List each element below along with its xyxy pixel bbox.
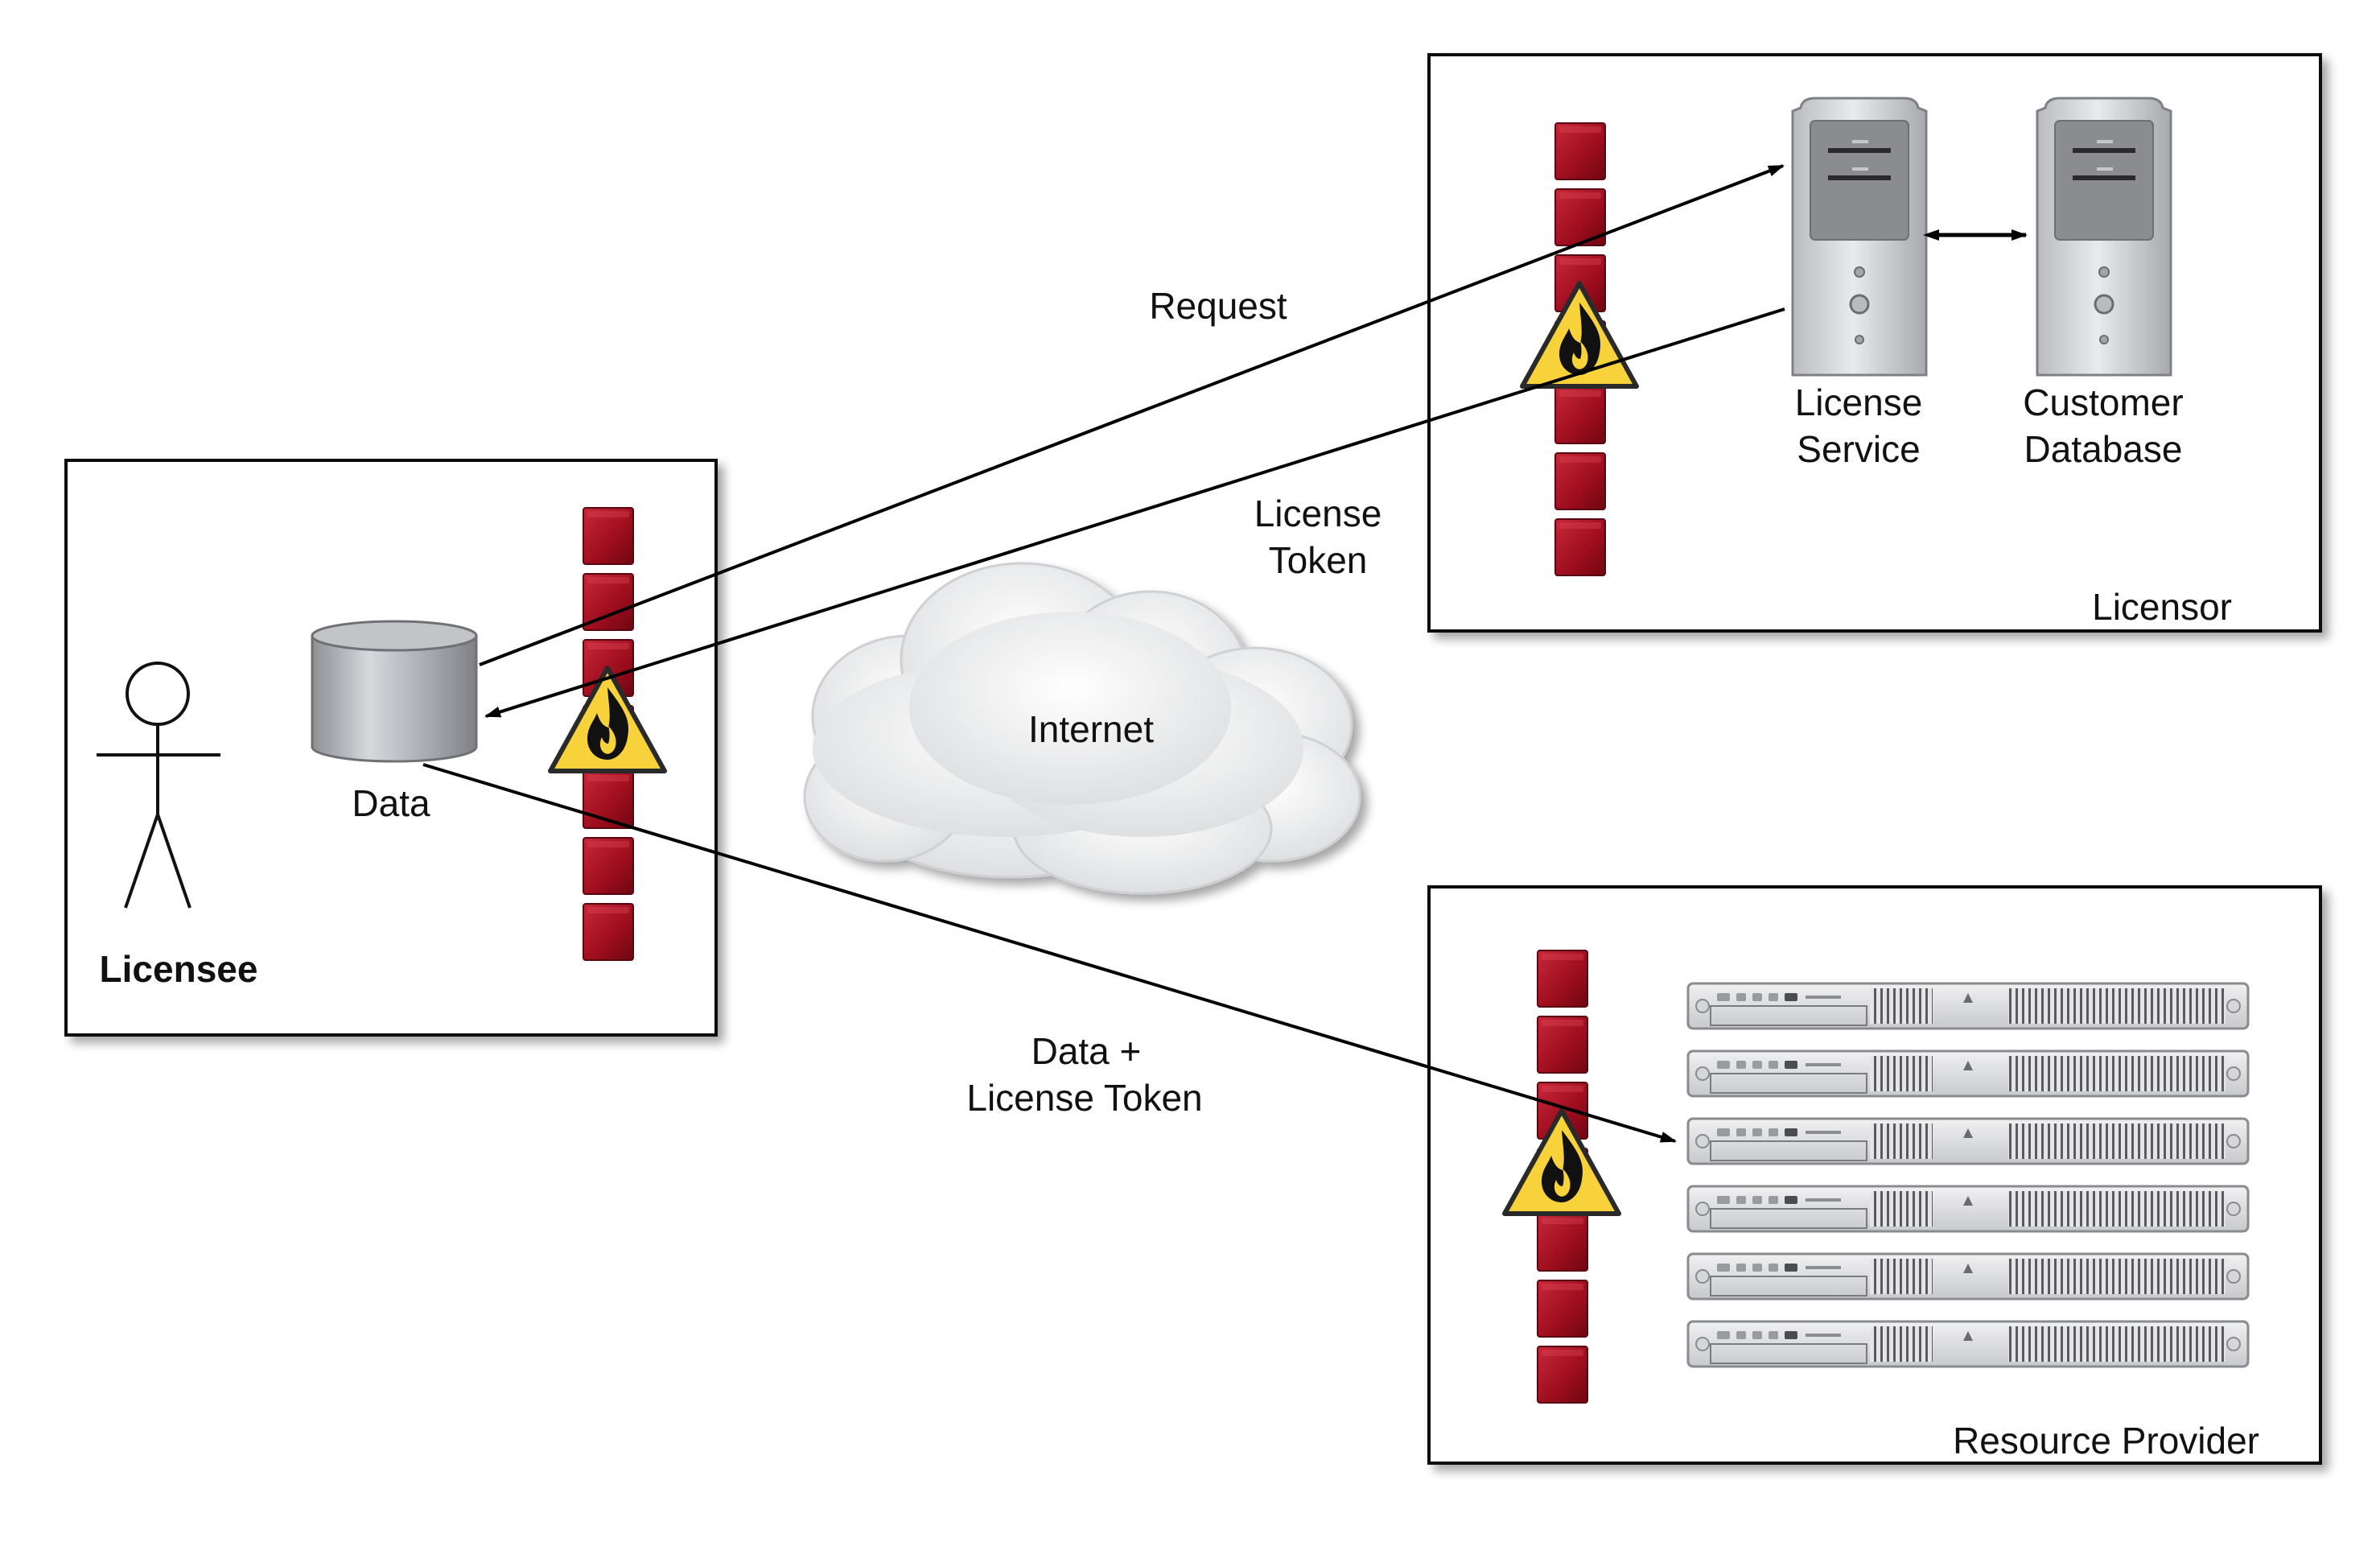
license-token-arrow — [484, 307, 1785, 718]
internet-label: Internet — [1028, 708, 1154, 750]
license-token-label-line2: Token — [1269, 539, 1368, 581]
internet-cloud — [803, 562, 1361, 895]
request-label: Request — [1149, 285, 1287, 327]
database-cylinder-icon — [311, 620, 478, 763]
licensee-title: Licensee — [100, 948, 258, 990]
licensor-title: Licensor — [2092, 586, 2232, 628]
license-token-label-line1: License — [1254, 493, 1382, 534]
customer-database-label-line1: Customer — [2023, 381, 2183, 423]
license-service-label-line2: Service — [1797, 428, 1920, 470]
licensee-person-icon — [97, 662, 220, 909]
data-plus-token-label-line1: Data + — [1031, 1030, 1142, 1072]
data-plus-token-label-line2: License Token — [966, 1077, 1202, 1119]
license-service-label-line1: License — [1795, 381, 1923, 423]
request-arrow — [479, 164, 1785, 666]
license-service-server-icon — [1791, 97, 1928, 377]
customer-database-server-icon — [2036, 97, 2172, 377]
customer-database-label-line2: Database — [2024, 428, 2183, 470]
resource-provider-title: Resource Provider — [1953, 1420, 2259, 1462]
data-label: Data — [352, 782, 430, 824]
data-license-token-arrow — [422, 763, 1677, 1143]
